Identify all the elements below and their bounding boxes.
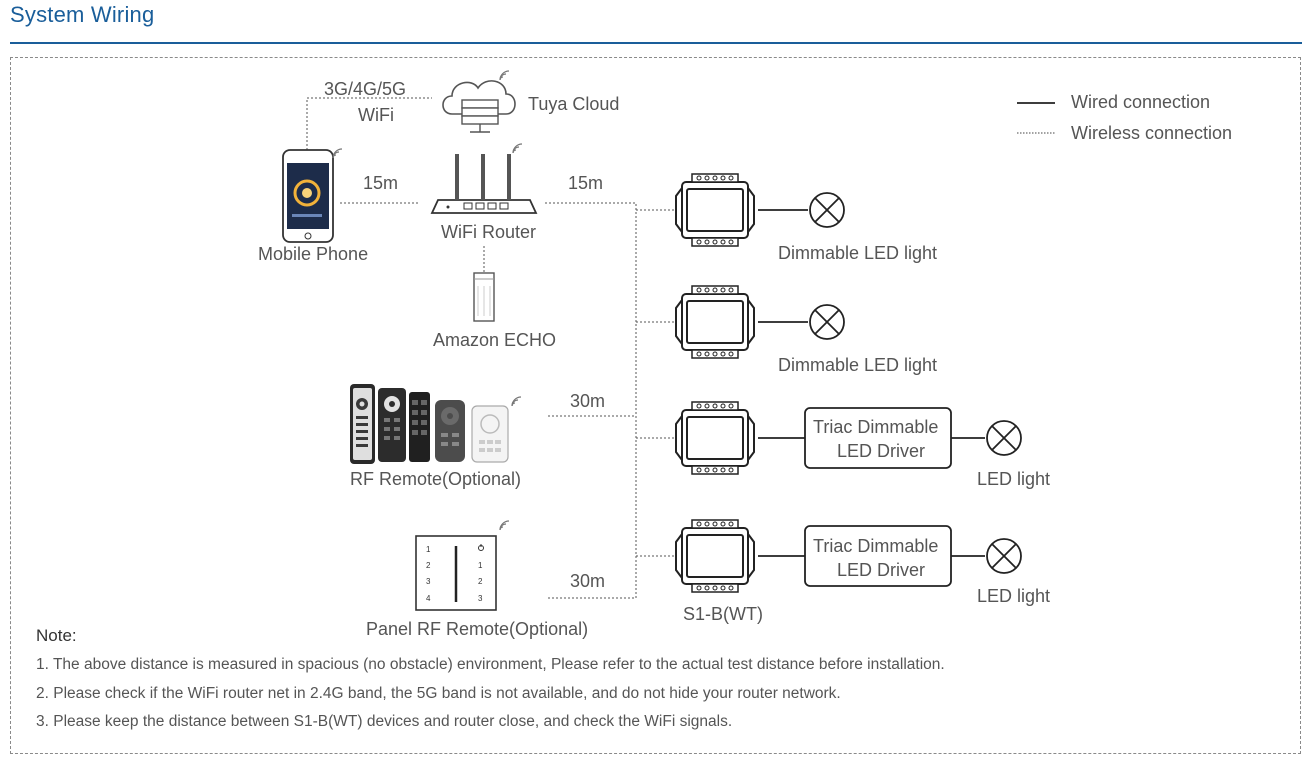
wired-links <box>758 209 985 557</box>
panel-key: 1 <box>426 545 431 554</box>
wireless-links <box>306 97 676 599</box>
note-item: 3. Please keep the distance between S1-B… <box>36 713 733 730</box>
title-divider <box>10 42 1302 44</box>
panel-key: 2 <box>426 561 431 570</box>
phone-label: Mobile Phone <box>258 244 369 264</box>
panel-key: 1 <box>478 561 483 570</box>
amazon-echo-icon <box>473 272 495 322</box>
legend-wired-label: Wired connection <box>1071 92 1211 112</box>
panel-rf-remote-icon <box>415 520 510 611</box>
note-heading: Note: <box>36 626 77 645</box>
panel-key: 3 <box>426 577 431 586</box>
rf-distance: 30m <box>570 391 606 411</box>
router-label: WiFi Router <box>441 222 537 242</box>
bulb-icon-1 <box>809 192 845 228</box>
s1-b-module-2 <box>675 285 755 359</box>
device-label: S1-B(WT) <box>683 604 763 624</box>
wifi-router-icon <box>430 143 538 214</box>
output-2-light-label: Dimmable LED light <box>778 355 938 375</box>
output-4-driver-line2: LED Driver <box>837 560 926 580</box>
panel-remote-label: Panel RF Remote(Optional) <box>366 619 589 639</box>
panel-left-keys: 1 2 3 4 <box>426 545 431 603</box>
bulb-icon-3 <box>986 420 1022 456</box>
output-3-light-label: LED light <box>977 469 1051 489</box>
panel-key: 2 <box>478 577 483 586</box>
mobile-phone-icon <box>282 148 343 243</box>
triac-driver-box-3 <box>804 407 952 469</box>
output-1-light-label: Dimmable LED light <box>778 243 938 263</box>
output-3-driver-line1: Triac Dimmable <box>813 417 939 437</box>
note-item: 2. Please check if the WiFi router net i… <box>36 685 841 702</box>
wifi-label: WiFi <box>358 105 394 125</box>
cellular-label: 3G/4G/5G <box>324 79 407 99</box>
panel-key: 4 <box>426 594 431 603</box>
legend-wireless-label: Wireless connection <box>1071 123 1233 143</box>
cloud-icon <box>442 70 516 133</box>
s1-b-module-4 <box>675 519 755 593</box>
bulb-icon-2 <box>809 304 845 340</box>
router-distance: 15m <box>568 173 604 193</box>
panel-distance: 30m <box>570 571 606 591</box>
diagram-frame <box>10 57 1301 754</box>
phone-distance: 15m <box>363 173 399 193</box>
echo-label: Amazon ECHO <box>433 330 557 350</box>
note-item: 1. The above distance is measured in spa… <box>36 656 945 673</box>
triac-driver-box-4 <box>804 525 952 587</box>
page-title: System Wiring <box>10 2 155 27</box>
output-4-light-label: LED light <box>977 586 1051 606</box>
s1-b-module-3 <box>675 401 755 475</box>
panel-key: 3 <box>478 594 483 603</box>
rf-remote-icon <box>350 384 522 464</box>
panel-right-keys: 1 2 3 <box>478 561 483 603</box>
output-3-driver-line2: LED Driver <box>837 441 926 461</box>
cloud-label: Tuya Cloud <box>528 94 620 114</box>
bulb-icon-4 <box>986 538 1022 574</box>
s1-b-module-1 <box>675 173 755 247</box>
output-4-driver-line1: Triac Dimmable <box>813 536 939 556</box>
rf-remote-label: RF Remote(Optional) <box>350 469 522 489</box>
